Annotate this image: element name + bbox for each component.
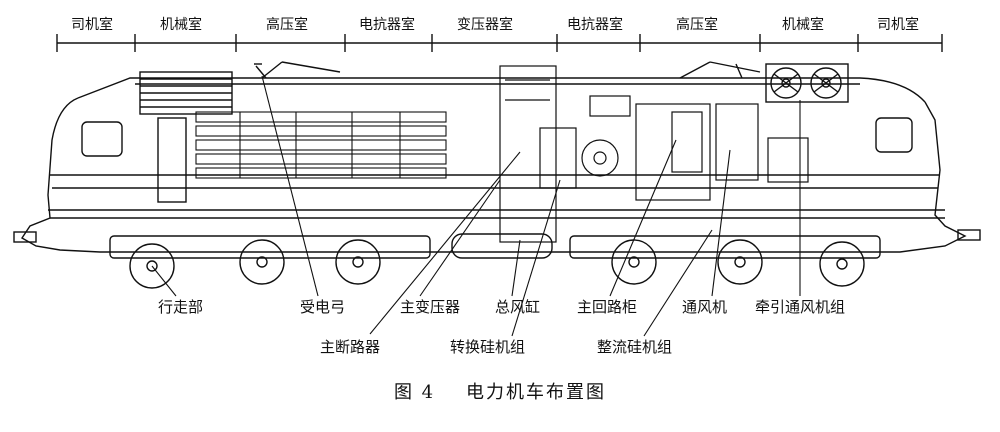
body-outline <box>21 97 967 253</box>
section-cab-left: 司机室 <box>70 16 114 34</box>
section-reactor-room-right: 电抗器室 <box>566 16 624 34</box>
side-door-left <box>157 117 187 203</box>
blower-fans <box>765 63 849 103</box>
label-main-circuit-breaker: 主断路器 <box>320 338 381 356</box>
figure-number: 图 4 <box>393 382 436 403</box>
coupler-left <box>13 231 37 243</box>
section-machine-room-right: 机械室 <box>781 16 825 34</box>
section-machine-room-left: 机械室 <box>159 16 203 34</box>
label-main-transformer: 主变压器 <box>400 298 461 316</box>
cab-window-right <box>875 117 913 153</box>
label-traction-blower: 牵引通风机组 <box>755 298 846 316</box>
label-main-circuit-cabinet: 主回路柜 <box>577 298 638 316</box>
section-hv-room-left: 高压室 <box>265 16 309 34</box>
roof-outline <box>77 77 926 103</box>
side-window-strips <box>195 111 447 179</box>
section-transformer-room: 变压器室 <box>456 16 514 34</box>
pantograph-shape-1 <box>254 61 341 79</box>
label-running-gear: 行走部 <box>158 298 204 316</box>
figure-caption: 图 4 电力机车布置图 <box>300 378 700 404</box>
main-reservoir-shape <box>451 233 553 259</box>
pantograph-shape-2 <box>679 61 761 79</box>
section-cab-right: 司机室 <box>876 16 920 34</box>
figure-title: 电力机车布置图 <box>466 382 607 403</box>
section-hv-room-right: 高压室 <box>675 16 719 34</box>
leader-lines <box>151 75 801 337</box>
section-reactor-room-left: 电抗器室 <box>358 16 416 34</box>
label-pantograph: 受电弓 <box>300 298 346 316</box>
cutaway-equipment <box>499 65 809 243</box>
roof-louver <box>139 71 233 115</box>
section-dimension-line <box>56 34 943 52</box>
label-switching-rectifier: 转换硅机组 <box>450 338 526 356</box>
cab-window-left <box>81 121 123 157</box>
label-main-reservoir: 总风缸 <box>495 298 541 316</box>
coupler-right <box>957 229 981 241</box>
label-rectifier-unit: 整流硅机组 <box>597 338 673 356</box>
label-ventilator: 通风机 <box>682 298 728 316</box>
bogies <box>109 235 881 289</box>
